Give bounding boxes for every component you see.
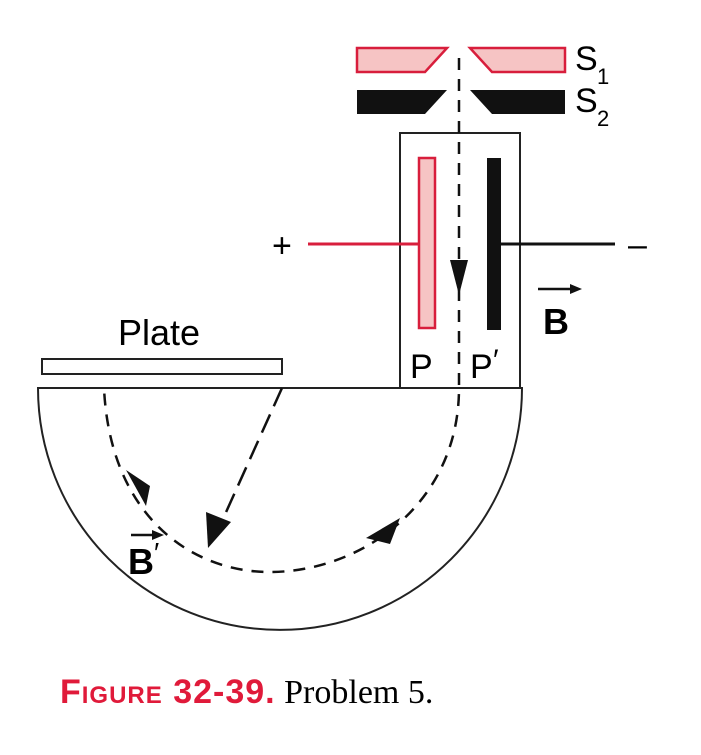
plate-p-prime-mark: ′	[493, 344, 499, 377]
field-b-label: B	[543, 301, 569, 342]
minus-sign: –	[628, 226, 647, 264]
plate-p-prime-label: P	[470, 348, 493, 386]
field-b-prime-mark: ′	[154, 537, 159, 568]
slit-s2	[357, 90, 565, 114]
plate-label: Plate	[118, 312, 200, 353]
plus-sign: +	[272, 227, 292, 265]
caption-problem: Problem 5.	[275, 674, 434, 711]
plate-p-prime	[487, 158, 501, 330]
ion-direction-arrow-up	[126, 470, 150, 506]
ion-direction-arrow-bottom	[366, 518, 400, 544]
deflection-chamber	[36, 387, 524, 631]
slit-s1-label: S	[575, 40, 598, 78]
field-b-vector-arrow	[538, 284, 582, 294]
plate-p-label: P	[410, 348, 433, 386]
field-b-prime-vector-arrow	[131, 530, 164, 540]
radius-arrowhead	[206, 512, 231, 548]
slit-s2-subscript: 2	[597, 106, 609, 131]
photographic-plate	[41, 358, 283, 375]
slit-s1	[355, 46, 567, 74]
slit-s1-subscript: 1	[597, 64, 609, 89]
slit-s2-label: S	[575, 82, 598, 120]
radius-line	[216, 387, 284, 531]
figure-caption: Figure 32-39. Problem 5.	[60, 670, 700, 715]
caption-figure-number: Figure 32-39.	[60, 673, 276, 711]
ion-direction-arrow-down	[450, 260, 468, 295]
field-b-prime-label: B	[128, 541, 154, 582]
plate-p	[417, 156, 437, 330]
